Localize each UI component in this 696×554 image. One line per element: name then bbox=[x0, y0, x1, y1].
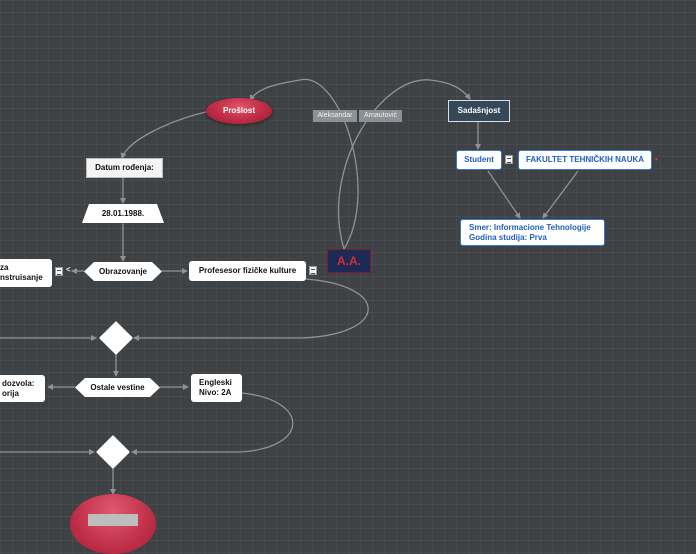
node-student-label: Student bbox=[464, 155, 494, 164]
tag-arnautovic[interactable]: Arnautović bbox=[359, 110, 402, 122]
node-student[interactable]: Student bbox=[456, 150, 502, 170]
mindmap-canvas: Prošlost Aleksandar Arnautović Sadašnjos… bbox=[0, 78, 658, 554]
note-icon[interactable] bbox=[309, 266, 317, 275]
node-engleski[interactable]: Engleski Nivo: 2A bbox=[191, 374, 242, 402]
node-datum-rodjenja-label: Datum rođenja: bbox=[95, 163, 154, 172]
node-left-education-line1: za bbox=[0, 263, 9, 272]
tag-aleksandar-label: Aleksandar bbox=[317, 112, 353, 119]
link-profesor-diamond1 bbox=[133, 278, 369, 341]
link-engleski-diamond2 bbox=[131, 392, 294, 455]
node-left-education[interactable]: za nstruisanje bbox=[0, 259, 52, 287]
node-birth-date[interactable]: 28.01.1988. bbox=[82, 204, 164, 223]
node-engleski-line2: Nivo: 2A bbox=[199, 388, 232, 397]
connector-layer bbox=[0, 78, 579, 495]
node-smer[interactable]: Smer: Informacione Tehnologije Godina st… bbox=[460, 219, 605, 246]
node-sadasnjost-label: Sadašnjost bbox=[457, 106, 501, 115]
node-obrazovanje[interactable]: Obrazovanje bbox=[84, 262, 162, 281]
node-aa-central[interactable]: A.A. bbox=[327, 249, 371, 273]
note-icon[interactable] bbox=[505, 155, 513, 164]
note-icon[interactable] bbox=[55, 267, 63, 276]
node-obrazovanje-label: Obrazovanje bbox=[98, 266, 147, 276]
node-ostale-vestine-label: Ostale vestine bbox=[90, 382, 145, 392]
node-birth-date-label: 28.01.1988. bbox=[101, 208, 145, 218]
node-proslost-label: Prošlost bbox=[222, 106, 255, 115]
tag-arnautovic-label: Arnautović bbox=[363, 112, 398, 119]
node-proslost[interactable]: Prošlost bbox=[206, 98, 272, 124]
collapse-marker[interactable]: < bbox=[66, 265, 71, 274]
link-aa-sadasnjost bbox=[338, 79, 471, 250]
node-left-skill[interactable]: dozvola: orija bbox=[0, 375, 45, 402]
node-fakultet[interactable]: FAKULTET TEHNIČKIH NAUKA bbox=[518, 150, 652, 170]
node-sadasnjost[interactable]: Sadašnjost bbox=[448, 100, 510, 122]
node-left-skill-line1: dozvola: bbox=[2, 378, 35, 388]
node-engleski-line1: Engleski bbox=[199, 378, 232, 387]
node-profesor[interactable]: Profesesor fizičke kulture bbox=[189, 261, 306, 281]
bottom-circle-image bbox=[88, 514, 138, 526]
node-smer-line1: Smer: Informacione Tehnologije bbox=[469, 222, 591, 232]
node-fakultet-label: FAKULTET TEHNIČKIH NAUKA bbox=[525, 155, 645, 164]
link-student-smer bbox=[487, 170, 521, 219]
node-datum-rodjenja[interactable]: Datum rođenja: bbox=[86, 158, 163, 178]
link-fakultet-smer bbox=[542, 170, 579, 219]
tag-aleksandar[interactable]: Aleksandar bbox=[313, 110, 357, 122]
node-profesor-label: Profesesor fizičke kulture bbox=[198, 266, 297, 275]
fakultet-red-dot-icon: • bbox=[655, 155, 658, 164]
node-smer-line2: Godina studija: Prva bbox=[469, 232, 547, 242]
node-left-skill-line2: orija bbox=[2, 388, 19, 398]
node-left-education-line2: nstruisanje bbox=[0, 273, 43, 282]
link-proslost-datum bbox=[120, 110, 211, 159]
node-bottom-circle[interactable] bbox=[70, 494, 156, 554]
node-aa-label: A.A. bbox=[337, 254, 361, 268]
link-aa-proslost bbox=[249, 78, 359, 250]
node-ostale-vestine[interactable]: Ostale vestine bbox=[75, 378, 160, 397]
